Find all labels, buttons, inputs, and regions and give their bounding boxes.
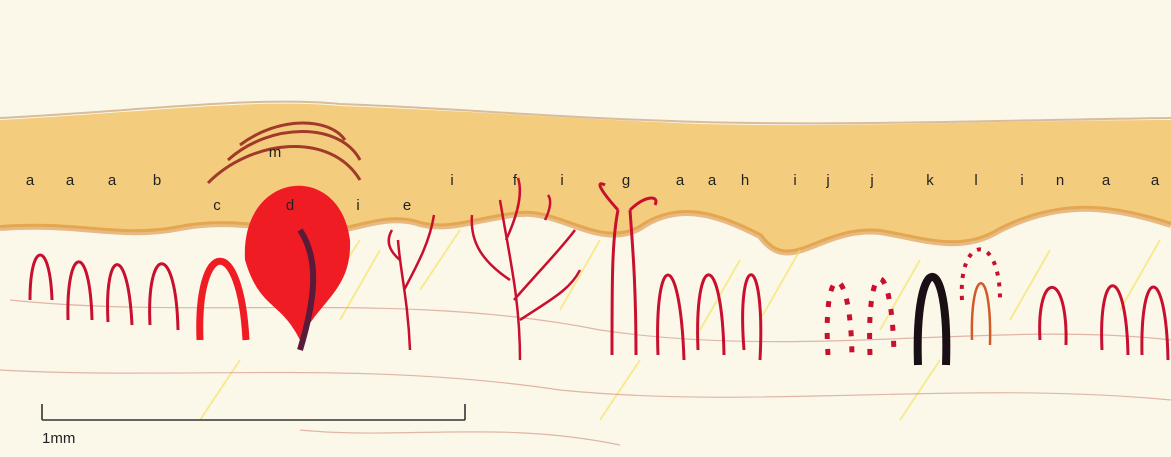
label-a-3: a bbox=[108, 173, 116, 188]
capillary-loop-c bbox=[200, 261, 246, 340]
label-k: k bbox=[926, 173, 934, 188]
branch-e bbox=[389, 215, 434, 350]
dotted-loop-l bbox=[962, 249, 1000, 300]
capillary-loops-left bbox=[30, 255, 178, 330]
label-a-1: a bbox=[26, 173, 34, 188]
label-l: l bbox=[974, 173, 977, 188]
scale-bar bbox=[42, 404, 465, 420]
label-e: e bbox=[403, 198, 411, 213]
dark-loop-k bbox=[918, 277, 947, 365]
label-a-4: a bbox=[676, 173, 684, 188]
capillary-loops-right bbox=[1040, 286, 1168, 360]
label-a-6: a bbox=[1102, 173, 1110, 188]
label-b: b bbox=[153, 173, 161, 188]
lesion-d bbox=[245, 186, 350, 340]
label-i-4: i bbox=[793, 173, 796, 188]
capillary-loops-middle bbox=[658, 275, 761, 360]
label-a-5: a bbox=[708, 173, 716, 188]
label-d: d bbox=[286, 198, 294, 213]
label-c: c bbox=[213, 198, 221, 213]
label-j-2: j bbox=[870, 173, 873, 188]
label-i-3: i bbox=[560, 173, 563, 188]
deep-dermal-lines bbox=[0, 300, 1171, 445]
label-f: f bbox=[513, 173, 517, 188]
label-i-2: i bbox=[450, 173, 453, 188]
label-i-5: i bbox=[1020, 173, 1023, 188]
label-j-1: j bbox=[826, 173, 829, 188]
label-i-1: i bbox=[356, 198, 359, 213]
label-g: g bbox=[622, 173, 630, 188]
label-a-2: a bbox=[66, 173, 74, 188]
label-a-7: a bbox=[1151, 173, 1159, 188]
label-m: m bbox=[269, 145, 282, 160]
label-h: h bbox=[741, 173, 749, 188]
scale-bar-label: 1mm bbox=[42, 430, 75, 447]
label-n: n bbox=[1056, 173, 1064, 188]
dotted-loops-j bbox=[827, 279, 894, 355]
